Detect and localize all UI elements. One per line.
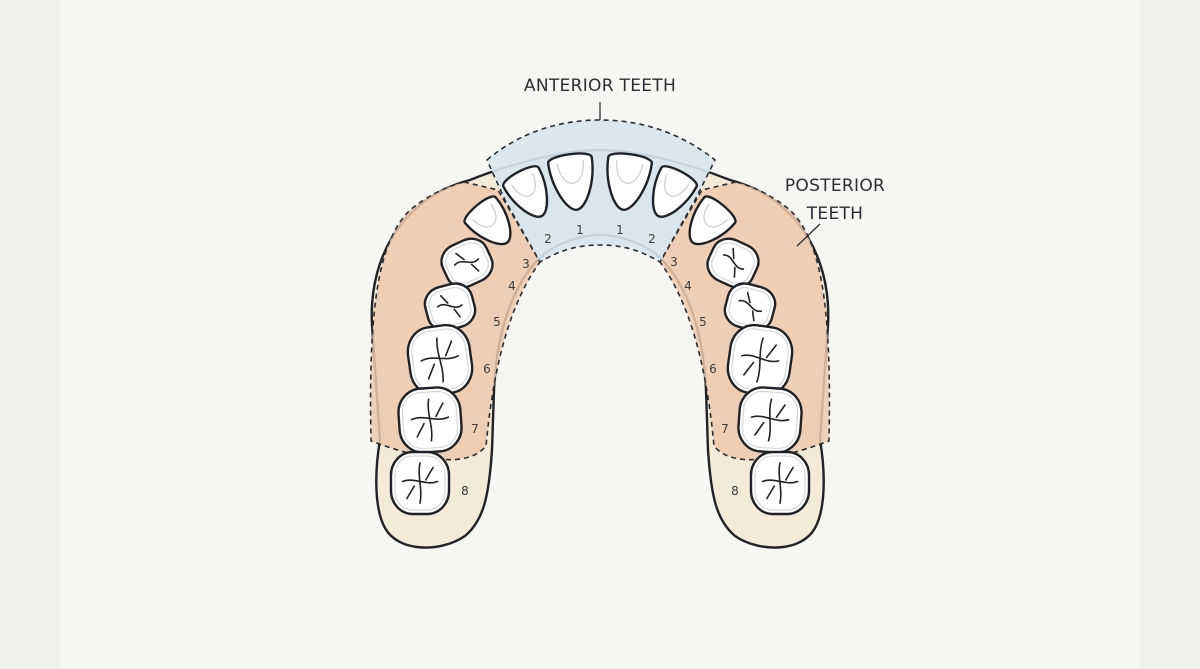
tooth-number: 7 [721, 422, 729, 436]
teeth-group [389, 152, 811, 516]
posterior-label-line1: POSTERIOR [784, 176, 886, 196]
incisor-central-right [606, 152, 654, 211]
molar-third-left [389, 450, 451, 516]
tooth-number: 7 [471, 422, 479, 436]
tooth-number: 4 [508, 279, 516, 293]
tooth-number: 8 [461, 484, 469, 498]
tooth-number: 2 [648, 232, 656, 246]
tooth-number: 6 [483, 362, 491, 376]
tooth-number: 6 [709, 362, 717, 376]
posterior-label-line2: TEETH [806, 204, 864, 224]
tooth-number: 1 [616, 223, 624, 237]
tooth-number: 1 [576, 223, 584, 237]
tooth-number: 3 [522, 257, 530, 271]
incisor-lateral-left [502, 165, 549, 218]
tooth-number: 5 [699, 315, 707, 329]
incisor-lateral-right [651, 165, 698, 218]
tooth-number: 8 [731, 484, 739, 498]
anterior-zone [486, 119, 717, 264]
canine-left [463, 195, 512, 246]
tooth-number: 2 [544, 232, 552, 246]
premolar-first-left [440, 237, 494, 289]
incisor-central-left [546, 152, 594, 211]
tooth-number: 3 [670, 255, 678, 269]
tooth-number: 5 [493, 315, 501, 329]
anterior-teeth-label: ANTERIOR TEETH [523, 76, 677, 96]
tooth-number: 4 [684, 279, 692, 293]
tooth-number-group: 2 1 3 4 5 6 7 8 1 2 3 4 5 6 7 8 [461, 223, 739, 498]
molar-third-right [749, 450, 811, 516]
canine-right [688, 195, 737, 246]
premolar-second-left [423, 282, 477, 332]
posterior-teeth-label: POSTERIOR TEETH [760, 172, 910, 228]
posterior-leader-line [796, 223, 821, 247]
premolar-first-right [706, 237, 760, 289]
molar-second-right [737, 386, 803, 454]
molar-second-left [397, 386, 463, 454]
